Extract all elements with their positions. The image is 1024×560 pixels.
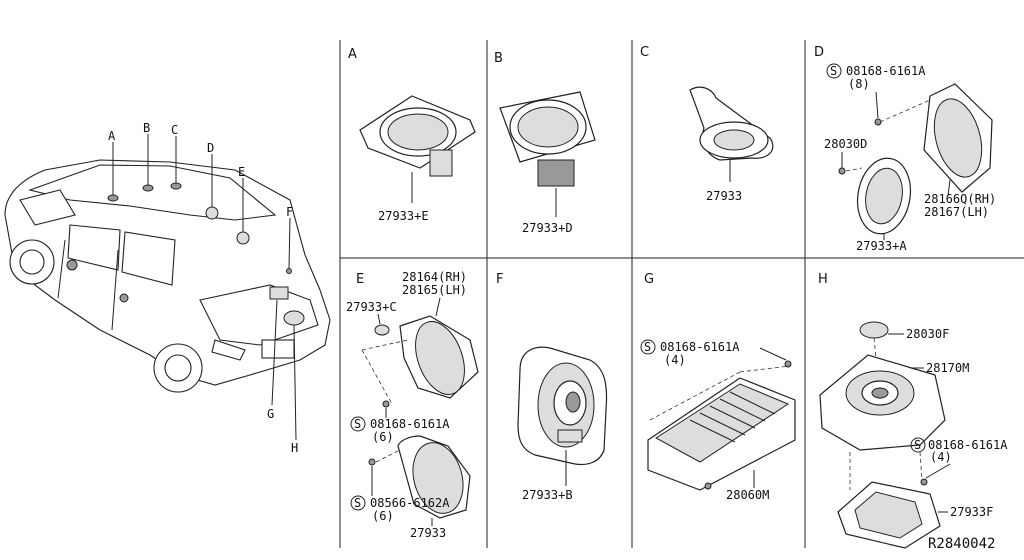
screw-s-g: S xyxy=(644,340,651,354)
screw-s-e2: S xyxy=(354,496,361,510)
section-f: F 27933+B xyxy=(496,272,608,502)
callout-d: D xyxy=(207,141,214,155)
callout-f: F xyxy=(286,205,293,219)
part-08168-6161a-e: 08168-6161A xyxy=(370,417,450,431)
part-27933-c: 27933 xyxy=(706,189,742,203)
section-letter-g: G xyxy=(644,272,654,287)
part-28030f: 28030F xyxy=(906,327,949,341)
part-28164: 28164(RH) xyxy=(402,270,467,284)
car-overview xyxy=(4,134,331,441)
callout-h: H xyxy=(291,441,298,455)
screw-s-d: S xyxy=(830,64,837,78)
section-letter-h: H xyxy=(818,272,828,287)
qty-6-e2: (6) xyxy=(372,509,394,523)
part-28165: 28165(LH) xyxy=(402,283,467,297)
qty-4-h: (4) xyxy=(930,450,952,464)
part-27933-a: 27933+A xyxy=(856,239,907,253)
callout-a: A xyxy=(108,129,116,143)
part-28170m: 28170M xyxy=(926,361,969,375)
screw-symbol-e2 xyxy=(350,495,366,511)
section-d: D S 08168-6161A (8) 28166Q(RH) 28167(LH)… xyxy=(814,45,996,253)
part-27933f: 27933F xyxy=(950,505,993,519)
grid-lines xyxy=(339,40,1024,548)
part-28167: 28167(LH) xyxy=(924,205,989,219)
section-e: E 28164(RH) 28165(LH) 27933+C S 08168-61… xyxy=(346,270,479,540)
section-a: A 27933+E xyxy=(348,47,476,223)
part-27933-b: 27933+B xyxy=(522,488,573,502)
callout-e: E xyxy=(238,165,245,179)
screw-s-h: S xyxy=(914,438,921,452)
qty-8-d: (8) xyxy=(848,77,870,91)
qty-4-g: (4) xyxy=(664,353,686,367)
part-27933-e: 27933+E xyxy=(378,209,429,223)
screw-symbol-d xyxy=(826,63,842,79)
section-b: B 27933+D xyxy=(494,51,596,235)
screw-s-e1: S xyxy=(354,417,361,431)
reference-code: R2840042 xyxy=(928,536,995,552)
screw-symbol-h xyxy=(910,437,926,453)
part-08566-6162a: 08566-6162A xyxy=(370,496,450,510)
part-08168-6161a-g: 08168-6161A xyxy=(660,340,740,354)
part-08168-6161a-h: 08168-6161A xyxy=(928,438,1008,452)
callout-b: B xyxy=(143,121,150,135)
part-27933-d: 27933+D xyxy=(522,221,573,235)
section-h: H 28030F 28170M S 08168-6161A (4) 27933F xyxy=(818,272,1008,549)
section-letter-c: C xyxy=(640,45,649,60)
section-letter-f: F xyxy=(496,272,503,287)
section-letter-d: D xyxy=(814,45,824,60)
callout-g: G xyxy=(267,407,274,421)
part-08168-6161a-d: 08168-6161A xyxy=(846,64,926,78)
part-27933-c: 27933+C xyxy=(346,300,397,314)
part-28166q: 28166Q(RH) xyxy=(924,192,996,206)
part-28060m: 28060M xyxy=(726,488,769,502)
qty-6-e1: (6) xyxy=(372,430,394,444)
section-letter-a: A xyxy=(348,47,357,62)
part-28030d: 28030D xyxy=(824,137,867,151)
section-letter-b: B xyxy=(494,51,503,66)
car-callouts: A B C D E F G H xyxy=(108,121,298,455)
callout-c: C xyxy=(171,123,178,137)
section-c: C 27933 xyxy=(640,45,774,203)
screw-symbol-e1 xyxy=(350,416,366,432)
section-letter-e: E xyxy=(356,272,364,287)
part-27933-e: 27933 xyxy=(410,526,446,540)
screw-symbol-g xyxy=(640,339,656,355)
section-g: G S 08168-6161A (4) 28060M xyxy=(640,272,796,502)
